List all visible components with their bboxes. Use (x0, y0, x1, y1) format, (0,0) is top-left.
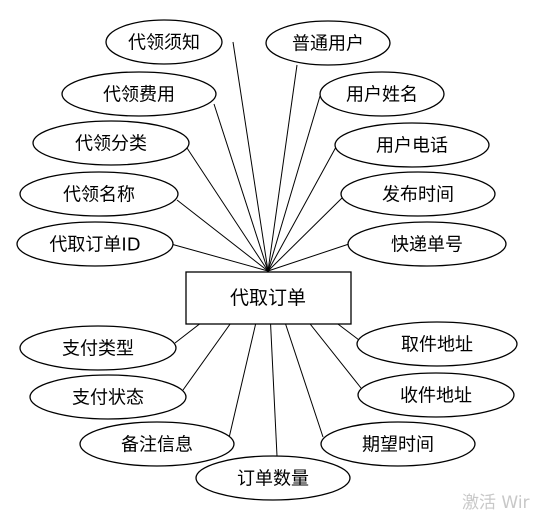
attribute-ellipse (16, 221, 174, 267)
attribute-item-name: 代领名称 (19, 171, 179, 217)
link-user-phone (267, 146, 337, 272)
attribute-label: 期望时间 (362, 435, 434, 456)
attribute-label: 快递单号 (391, 235, 463, 256)
attribute-ellipse (61, 71, 217, 117)
attribute-order-id: 代取订单ID (16, 221, 174, 267)
attribute-label: 代领名称 (63, 185, 135, 206)
attribute-label: 支付类型 (62, 339, 134, 360)
attribute-label: 发布时间 (382, 185, 454, 206)
attribute-ellipse (195, 455, 351, 501)
watermark: 激活 Wir (462, 493, 530, 513)
attribute-remark: 备注信息 (79, 421, 235, 467)
attribute-ellipse (319, 71, 445, 117)
link-guide (232, 41, 269, 272)
attribute-publish-time: 发布时间 (340, 171, 496, 217)
attribute-ellipse (29, 374, 187, 420)
link-order-id (170, 243, 269, 272)
attribute-ellipse (356, 321, 518, 367)
attribute-label: 收件地址 (400, 386, 472, 407)
attribute-normal-user: 普通用户 (265, 20, 391, 66)
attribute-pay-type: 支付类型 (19, 325, 177, 371)
attribute-order-quantity: 订单数量 (195, 455, 351, 501)
attribute-fee: 代领费用 (61, 71, 217, 117)
attribute-label: 代取订单ID (49, 235, 140, 256)
attribute-user-phone: 用户电话 (334, 122, 490, 168)
attribute-ellipse (265, 20, 391, 66)
attribute-user-name: 用户姓名 (319, 71, 445, 117)
entity-node: 代取订单 (185, 271, 352, 325)
attribute-ellipse (19, 171, 179, 217)
entity-box (185, 271, 352, 325)
link-category (186, 147, 269, 272)
attribute-ellipse (105, 19, 223, 65)
attribute-expected-time: 期望时间 (320, 421, 476, 467)
attribute-ellipse (340, 171, 496, 217)
attribute-label: 用户电话 (376, 136, 448, 157)
attribute-category: 代领分类 (32, 120, 190, 166)
link-user-name (267, 95, 321, 272)
link-publish-time (267, 196, 344, 272)
attribute-pay-status: 支付状态 (29, 374, 187, 420)
attribute-label: 订单数量 (237, 469, 309, 490)
attribute-label: 代领费用 (103, 85, 175, 106)
attribute-ellipse (320, 421, 476, 467)
attribute-pickup-address: 取件地址 (356, 321, 518, 367)
attribute-ellipse (32, 120, 190, 166)
attribute-label: 取件地址 (401, 335, 473, 356)
link-item-name (176, 199, 269, 272)
attribute-ellipse (334, 122, 490, 168)
attribute-label: 支付状态 (72, 388, 144, 409)
attribute-guide: 代领须知 (105, 19, 223, 65)
attribute-label: 备注信息 (121, 435, 193, 456)
attribute-label: 代领分类 (75, 134, 147, 155)
link-normal-user (267, 64, 298, 272)
attribute-ellipse (79, 421, 235, 467)
entity-label: 代取订单 (230, 287, 306, 309)
attribute-label: 普通用户 (292, 34, 364, 55)
link-fee (213, 103, 269, 272)
attribute-ellipse (357, 372, 515, 418)
attribute-label: 代领须知 (128, 33, 200, 54)
attribute-ellipse (347, 221, 507, 267)
attribute-label: 用户姓名 (346, 85, 418, 106)
attribute-ellipse (19, 325, 177, 371)
attribute-delivery-address: 收件地址 (357, 372, 515, 418)
link-tracking-no (267, 243, 350, 272)
attribute-tracking-no: 快递单号 (347, 221, 507, 267)
